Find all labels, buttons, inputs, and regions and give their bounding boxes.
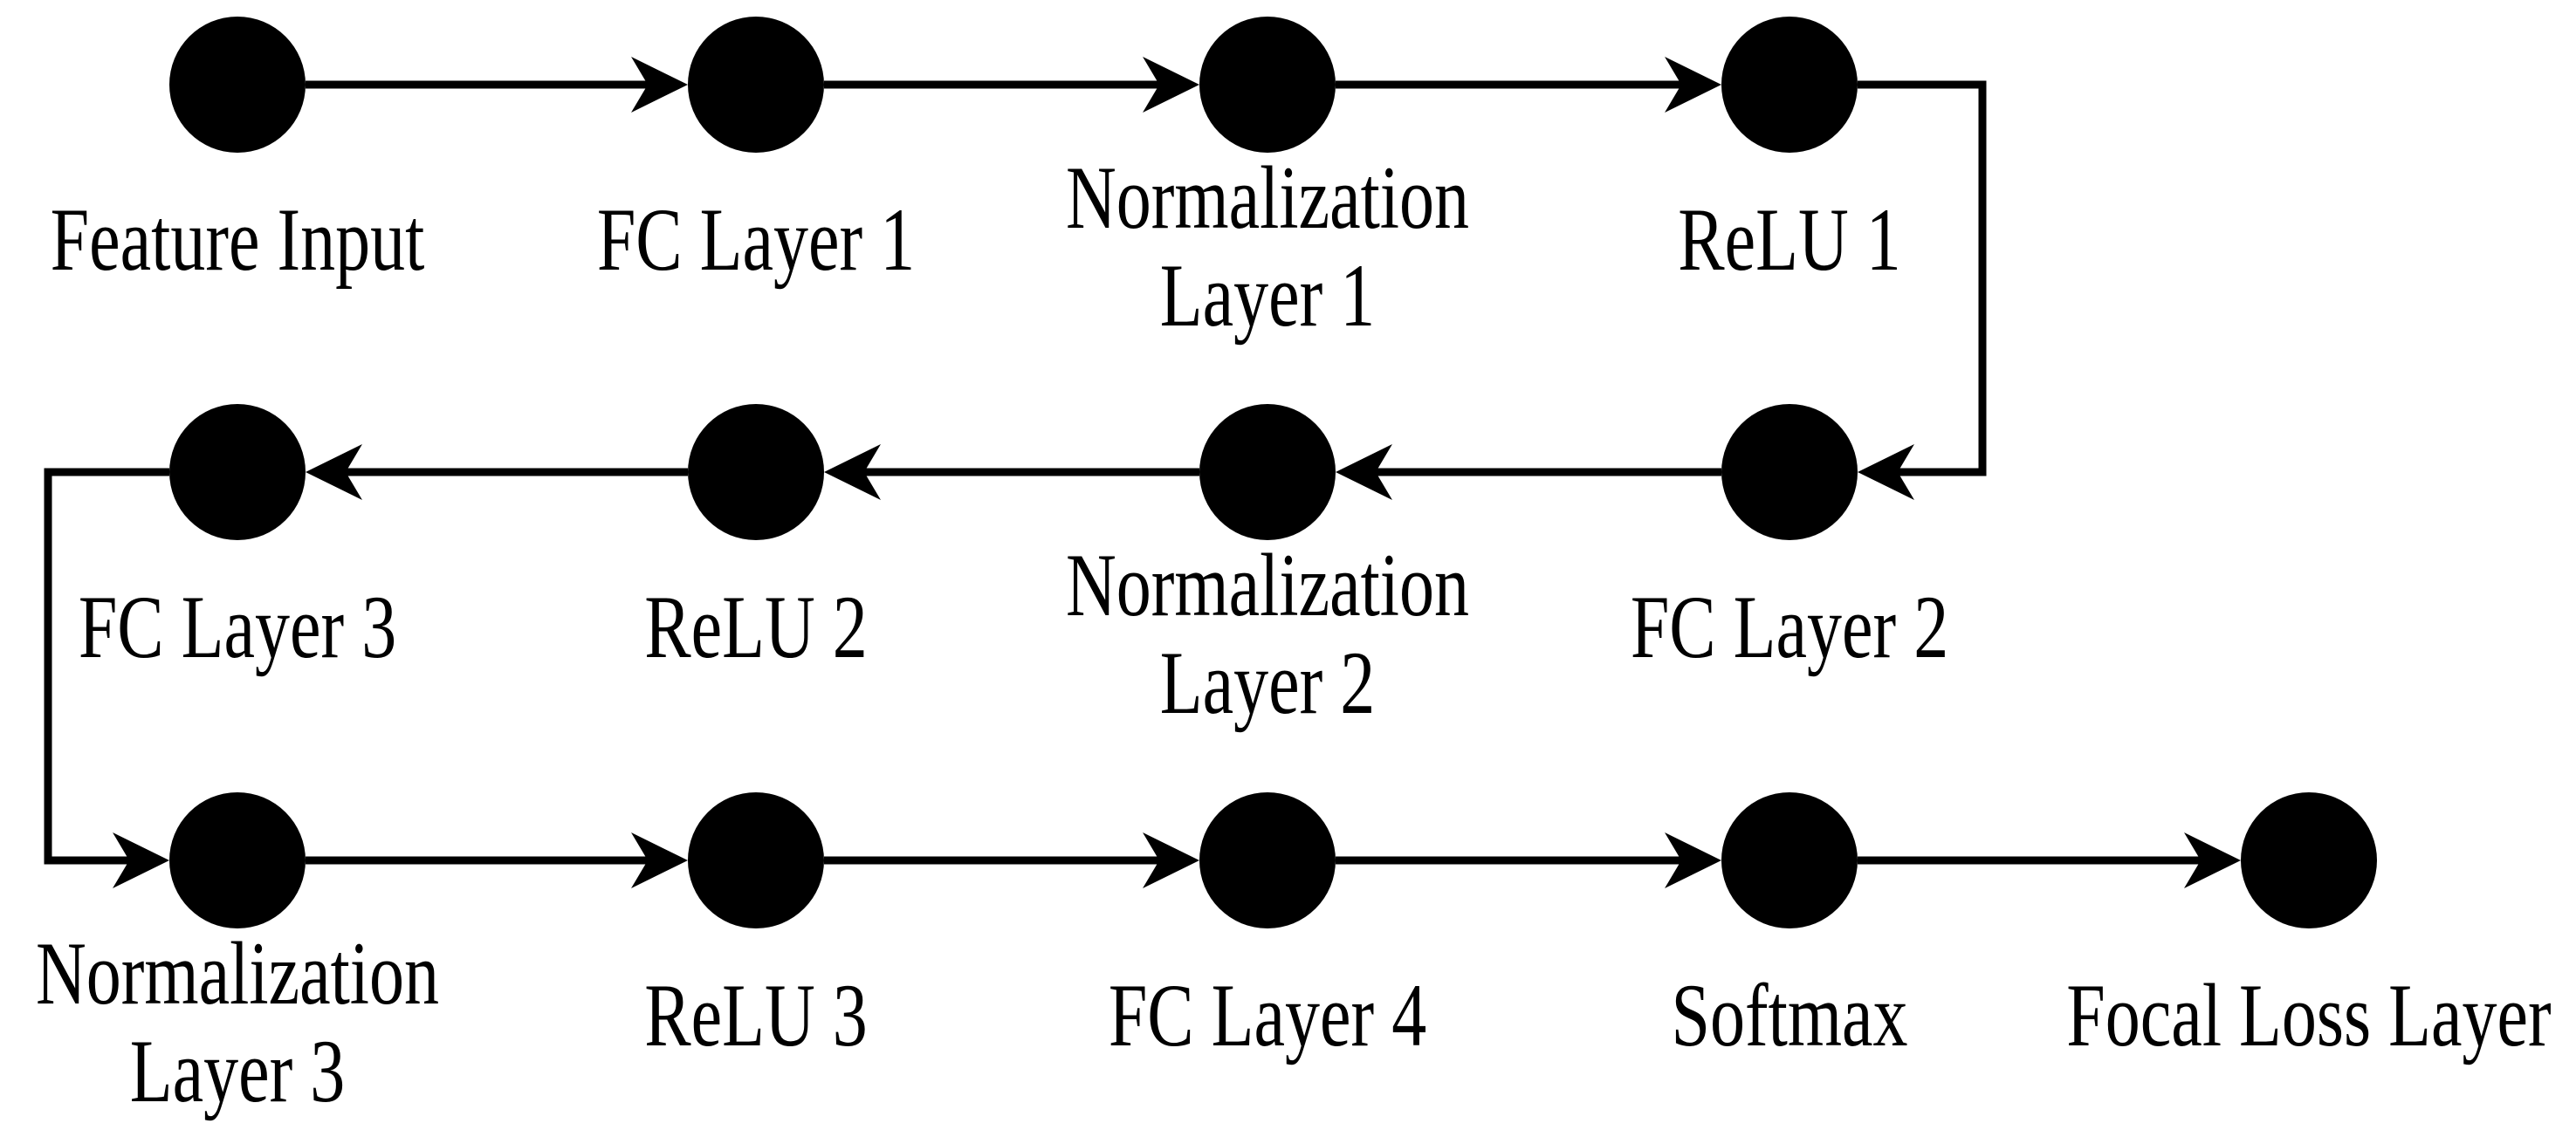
arrowhead-icon: [306, 444, 362, 500]
node-fc-layer-1: [688, 17, 824, 153]
arrowhead-icon: [1665, 832, 1721, 888]
arrowhead-icon: [631, 832, 688, 888]
node-feature-input: [169, 17, 306, 153]
node-relu-3: [688, 792, 824, 928]
node-relu-2: [688, 404, 824, 540]
node-fc-layer-2: [1721, 404, 1858, 540]
node-normalization-layer-3: [169, 792, 306, 928]
node-focal-loss-layer: [2241, 792, 2377, 928]
arrowhead-icon: [1143, 832, 1199, 888]
edge-fc-layer-3-to-normalization-layer-3: [44, 468, 169, 865]
arrowhead-icon: [1665, 57, 1721, 113]
arrowhead-icon: [1336, 444, 1392, 500]
edge-relu-1-to-fc-layer-2: [1858, 80, 1987, 476]
node-softmax: [1721, 792, 1858, 928]
arrowhead-icon: [824, 444, 881, 500]
arrowhead-icon: [631, 57, 688, 113]
node-normalization-layer-1: [1199, 17, 1336, 153]
node-fc-layer-3: [169, 404, 306, 540]
arrowhead-icon: [113, 832, 169, 888]
arrowhead-icon: [1858, 444, 1914, 500]
arrowhead-icon: [1143, 57, 1199, 113]
node-normalization-layer-2: [1199, 404, 1336, 540]
node-relu-1: [1721, 17, 1858, 153]
node-fc-layer-4: [1199, 792, 1336, 928]
arrowhead-icon: [2184, 832, 2241, 888]
